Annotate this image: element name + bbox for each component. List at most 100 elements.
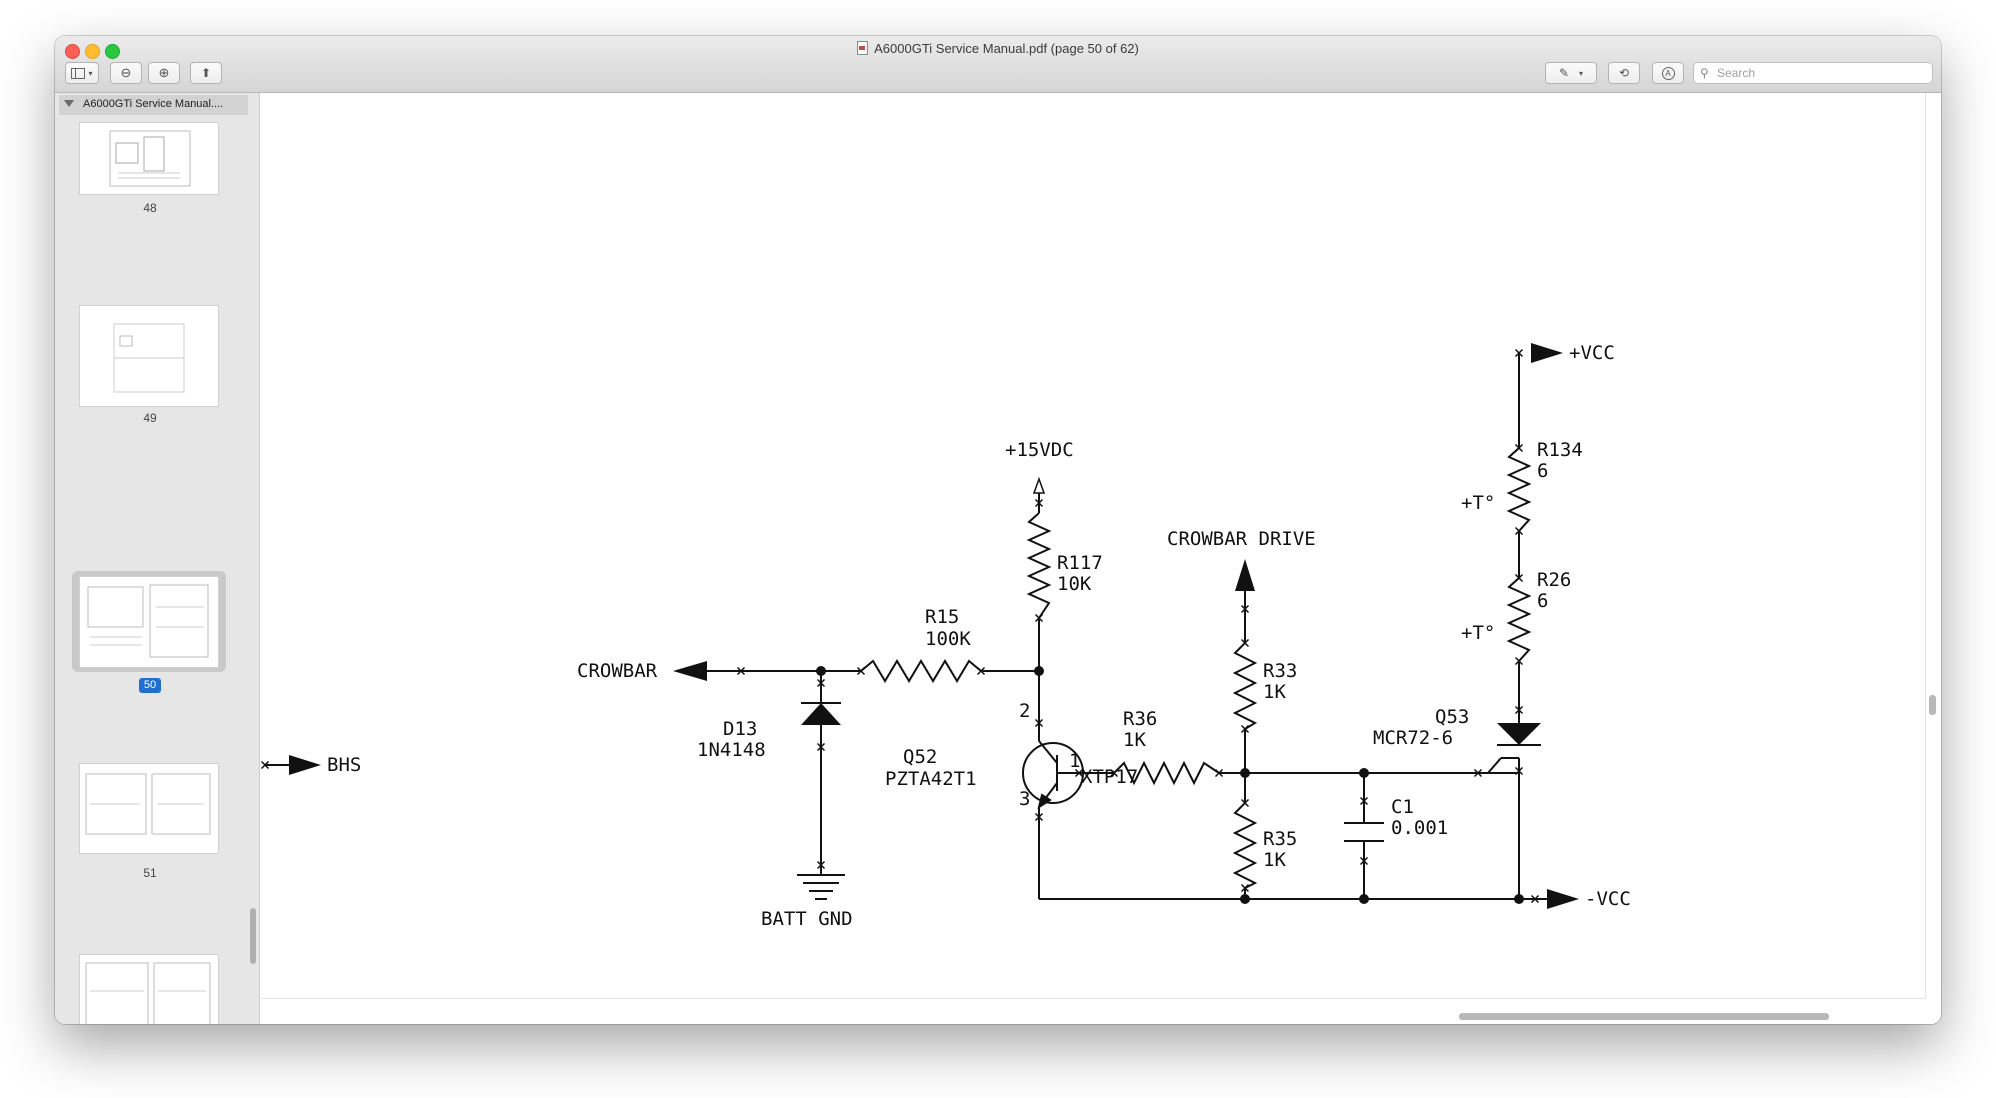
q52-transistor-symbol — [1022, 740, 1084, 810]
pin-markers — [261, 348, 1540, 904]
sidebar-scrollbar[interactable] — [250, 908, 256, 964]
zoom-in-icon: ⊕ — [158, 65, 170, 80]
r36-symbol — [1113, 760, 1220, 786]
value-r117: 10K — [1057, 573, 1092, 595]
ref-q52: Q52 — [903, 746, 937, 768]
disclosure-triangle-icon[interactable] — [64, 100, 74, 107]
r117-symbol — [1026, 512, 1052, 619]
value-r15: 100K — [925, 628, 971, 650]
page-thumbnail-51[interactable] — [80, 764, 218, 853]
value-d13: 1N4148 — [697, 739, 766, 761]
page-number-48: 48 — [143, 201, 157, 215]
ground-symbol — [797, 874, 845, 900]
rotate-icon: ⟲ — [1618, 66, 1630, 80]
sidebar-document-header[interactable]: A6000GTi Service Manual.... — [59, 95, 248, 115]
ref-r26: R26 — [1537, 569, 1571, 591]
ref-r33: R33 — [1263, 660, 1297, 682]
q53-scr-symbol — [1497, 723, 1541, 746]
window-title: A6000GTi Service Manual.pdf (page 50 of … — [55, 41, 1941, 56]
chevron-down-icon: ▾ — [88, 68, 93, 78]
search-field[interactable]: ⚲ Search — [1693, 62, 1933, 84]
schematic-wires — [265, 353, 1547, 900]
value-c1: 0.001 — [1391, 817, 1448, 839]
ref-r134: R134 — [1537, 439, 1583, 461]
ref-r117: R117 — [1057, 552, 1103, 574]
sidebar-icon — [71, 67, 86, 79]
ref-c1: C1 — [1391, 796, 1414, 818]
share-icon: ⬆ — [200, 66, 212, 80]
chevron-down-icon: ▾ — [1579, 68, 1584, 78]
preview-window: A6000GTi Service Manual.pdf (page 50 of … — [55, 36, 1941, 1024]
search-icon: ⚲ — [1700, 66, 1709, 80]
ref-q53: Q53 — [1435, 706, 1469, 728]
d13-diode-symbol — [801, 702, 841, 725]
rotate-button[interactable]: ⟲ — [1608, 62, 1640, 84]
search-placeholder: Search — [1717, 66, 1756, 80]
thumbnail-preview — [113, 323, 185, 393]
zoom-in-button[interactable]: ⊕ — [148, 62, 180, 84]
value-q53: MCR72-6 — [1373, 727, 1453, 749]
page-right-edge — [1925, 93, 1926, 999]
markup-pen-button[interactable]: ✎ ▾ — [1545, 62, 1597, 84]
vertical-scrollbar[interactable] — [1929, 695, 1936, 715]
schematic-labels: +VCC -VCC +15VDC CROWBAR DRIVE CROWBAR B… — [327, 342, 1631, 930]
ref-r36: R36 — [1123, 708, 1157, 730]
zoom-out-button[interactable]: ⊖ — [110, 62, 142, 84]
label-crowbar: CROWBAR — [577, 660, 658, 682]
label-vcc-neg: -VCC — [1585, 888, 1631, 910]
crowbar-arrow-icon — [673, 661, 707, 681]
page-number-50-selected: 50 — [139, 678, 161, 693]
minimize-window-button[interactable] — [85, 44, 100, 59]
page-bottom-edge — [261, 998, 1926, 999]
ref-r35: R35 — [1263, 828, 1297, 850]
port-arrows — [289, 343, 1579, 909]
close-window-button[interactable] — [65, 44, 80, 59]
r35-symbol — [1232, 802, 1258, 889]
value-r134: 6 — [1537, 460, 1548, 482]
title-bar: A6000GTi Service Manual.pdf (page 50 of … — [55, 36, 1941, 93]
markup-icon: A — [1661, 66, 1675, 80]
page-thumbnail-50[interactable] — [80, 577, 218, 667]
page-thumbnail-48[interactable] — [80, 123, 218, 194]
label-temp-r26: +T° — [1461, 622, 1495, 644]
label-xtp17: XTP17 — [1081, 766, 1138, 788]
ref-d13: D13 — [723, 718, 757, 740]
pdf-document-icon — [857, 41, 869, 55]
sidebar-toggle-button[interactable]: ▾ — [65, 62, 99, 84]
wire-junctions — [816, 666, 1524, 904]
value-r36: 1K — [1123, 729, 1146, 751]
value-r26: 6 — [1537, 590, 1548, 612]
label-crowbar-drive: CROWBAR DRIVE — [1167, 528, 1316, 550]
label-bhs: BHS — [327, 754, 361, 776]
crowbar-drive-arrow-icon — [1235, 559, 1255, 591]
value-r33: 1K — [1263, 681, 1286, 703]
pen-icon: ✎ — [1558, 66, 1570, 80]
page-thumbnail-49[interactable] — [80, 306, 218, 406]
vcc-neg-arrow-icon — [1547, 889, 1579, 909]
label-temp-r134: +T° — [1461, 492, 1495, 514]
bhs-arrow-icon — [289, 755, 321, 775]
markup-toolbar-button[interactable]: A — [1652, 62, 1684, 84]
ref-r15: R15 — [925, 606, 959, 628]
page-thumbnail-52[interactable] — [80, 955, 218, 1024]
thumbnail-preview — [85, 773, 211, 835]
zoom-out-icon: ⊖ — [120, 65, 132, 80]
schematic-diagram: +VCC -VCC +15VDC CROWBAR DRIVE CROWBAR B… — [261, 342, 1631, 930]
pin-q52-base: 1 — [1069, 750, 1080, 772]
r33-symbol — [1232, 642, 1258, 730]
share-button[interactable]: ⬆ — [190, 62, 222, 84]
label-15vdc: +15VDC — [1005, 439, 1074, 461]
thumbnail-preview — [85, 962, 211, 1024]
document-view: +VCC -VCC +15VDC CROWBAR DRIVE CROWBAR B… — [261, 93, 1941, 1024]
resistors — [860, 447, 1532, 889]
label-batt-gnd: BATT GND — [761, 908, 853, 930]
thumbnail-preview — [109, 130, 191, 187]
r26-symbol — [1506, 577, 1532, 662]
r134-symbol — [1506, 447, 1532, 532]
thumbnail-sidebar: A6000GTi Service Manual.... 48 49 — [55, 93, 260, 1024]
horizontal-scrollbar[interactable] — [1459, 1013, 1829, 1020]
page-number-51: 51 — [143, 866, 157, 880]
r15-symbol — [860, 659, 982, 683]
zoom-window-button[interactable] — [105, 44, 120, 59]
pin-q52-emitter: 3 — [1019, 788, 1030, 810]
